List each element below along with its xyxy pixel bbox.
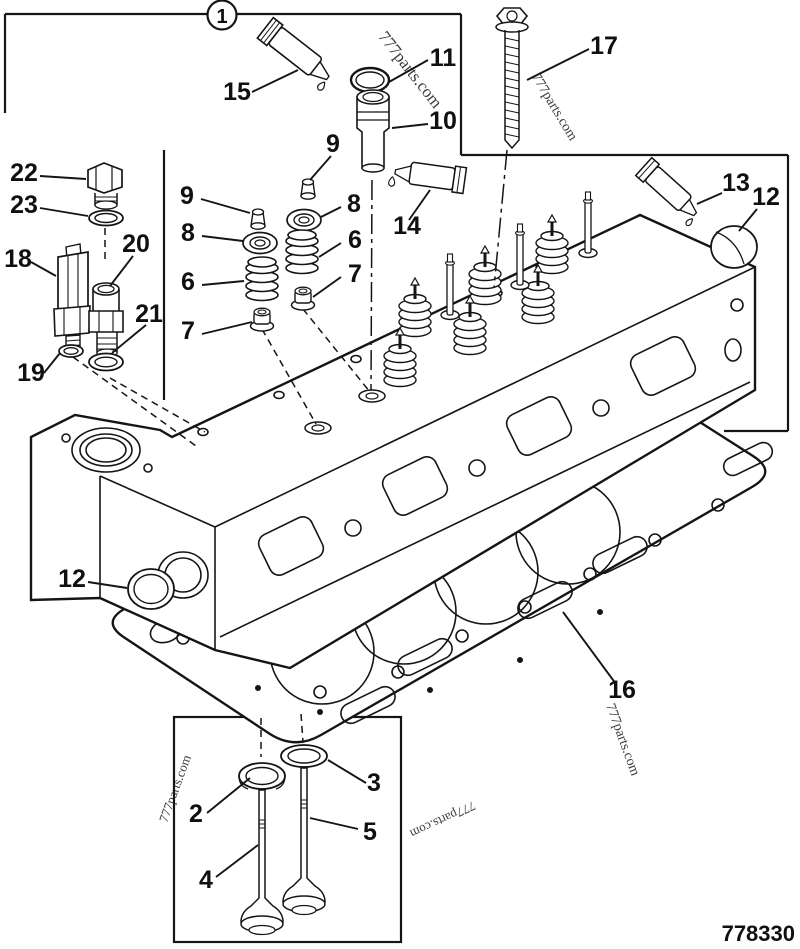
callout-15: 15 <box>223 78 251 106</box>
callout-12-right: 12 <box>752 183 780 211</box>
sealing-washer-19 <box>58 344 84 358</box>
o-ring-11 <box>349 66 391 94</box>
exhaust-valve-5 <box>282 767 326 916</box>
callout-3: 3 <box>367 769 381 797</box>
callout-18: 18 <box>4 245 32 273</box>
intake-valve-4 <box>240 789 284 936</box>
valve-collet-9-left <box>250 208 266 230</box>
stem-seal-7-right <box>290 286 316 311</box>
assembly-dashed-lines <box>72 149 508 757</box>
valve-guide-10 <box>356 89 390 173</box>
callout-9-left: 9 <box>180 182 194 210</box>
callout-22: 22 <box>10 159 38 187</box>
callout-19: 19 <box>17 359 45 387</box>
callout-20: 20 <box>122 230 150 258</box>
callout-14: 14 <box>393 212 421 240</box>
callout-8-right: 8 <box>347 190 361 218</box>
callout-11: 11 <box>430 44 457 72</box>
cup-plug-12-right <box>710 225 758 269</box>
head-bolt-17 <box>495 7 529 150</box>
callout-10: 10 <box>429 107 457 135</box>
callout-8-left: 8 <box>181 219 195 247</box>
callout-labels: 15 11 10 9 8 6 7 9 8 6 7 22 23 18 20 21 … <box>4 32 780 894</box>
valve-collet-9-right <box>300 178 316 200</box>
exploded-parts <box>53 7 758 610</box>
hex-plug-22 <box>87 162 123 210</box>
valve-seat-ring-3 <box>280 744 328 768</box>
part-number: 778330 <box>722 921 795 946</box>
callout-23: 23 <box>10 191 38 219</box>
callout-6-right: 6 <box>348 226 362 254</box>
callout-5: 5 <box>363 818 377 846</box>
watermark-mid-right: 777parts.com <box>602 702 642 778</box>
temperature-sensor-18 <box>53 243 91 357</box>
figure-number: 1 <box>216 6 227 28</box>
spring-retainer-8-left <box>242 231 278 255</box>
spring-retainer-8-right <box>286 208 322 232</box>
watermark-bottom-inverted: 777parts.com <box>408 798 478 841</box>
valve-spring-6-right <box>285 229 319 275</box>
cup-plug-12-left <box>127 568 175 610</box>
valve-spring-6-left <box>245 256 279 302</box>
callout-2: 2 <box>189 800 203 828</box>
o-ring-21 <box>88 352 124 372</box>
leader-lines <box>30 48 758 878</box>
callout-7-right: 7 <box>348 260 362 288</box>
watermark-top-right: 777parts.com <box>528 71 580 144</box>
callout-6-left: 6 <box>181 268 195 296</box>
callout-7-left: 7 <box>181 317 195 345</box>
callout-21: 21 <box>135 300 163 328</box>
valve-seal-2 <box>238 762 286 790</box>
valve-detail-group <box>238 744 328 936</box>
callout-16: 16 <box>608 676 636 704</box>
callout-17: 17 <box>590 32 618 60</box>
callout-13: 13 <box>722 169 750 197</box>
callout-12-left: 12 <box>58 565 86 593</box>
figure-circle: 1 <box>206 0 238 31</box>
sealant-tube-13 <box>634 156 698 227</box>
callout-4: 4 <box>199 866 213 894</box>
sealant-tube-14 <box>388 161 468 195</box>
adapter-fitting-20 <box>88 282 124 358</box>
stem-seal-7-left <box>249 307 275 332</box>
sealant-tube-15 <box>256 16 330 91</box>
callout-9-top: 9 <box>326 130 340 158</box>
sealing-washer-23 <box>88 209 124 227</box>
